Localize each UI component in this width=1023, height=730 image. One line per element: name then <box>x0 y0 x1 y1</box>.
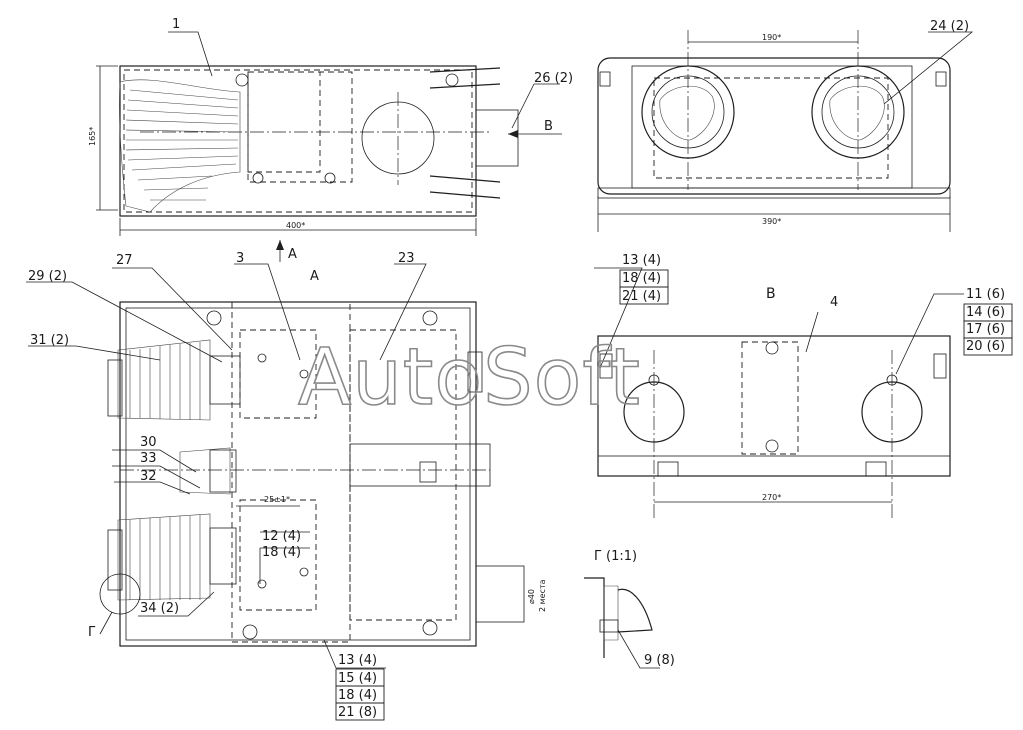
callout-3: 3 <box>236 251 244 266</box>
dim-2-places: 2 места <box>538 579 547 612</box>
callout-18: 18 (4) <box>262 545 301 560</box>
detail-g-title: Г (1:1) <box>594 549 637 564</box>
detail-g <box>584 577 660 669</box>
callout-32: 32 <box>140 469 157 484</box>
callout-9: 9 (8) <box>644 653 675 668</box>
watermark-text: AutoSoft <box>298 333 641 423</box>
callout-30: 30 <box>140 435 157 450</box>
callout-31: 31 (2) <box>30 333 69 348</box>
stack-b-item: 21 (8) <box>338 705 377 720</box>
stack-b-item: 13 (4) <box>338 653 377 668</box>
dim-390: 390* <box>762 217 781 226</box>
stack-tl-item: 18 (4) <box>622 271 661 286</box>
stack-b-item: 15 (4) <box>338 671 377 686</box>
view-b <box>594 267 1013 520</box>
callout-12: 12 (4) <box>262 529 301 544</box>
callout-34: 34 (2) <box>140 601 179 616</box>
callout-1: 1 <box>172 17 180 32</box>
detail-g-marker: Г <box>88 625 96 640</box>
dim-270: 270* <box>762 493 781 502</box>
arrow-a-label: A <box>288 247 297 262</box>
main-view-a <box>26 263 525 721</box>
dim-165: 165* <box>88 127 97 146</box>
callout-27: 27 <box>116 253 133 268</box>
dim-25: 25±1* <box>264 495 290 504</box>
stack-r-item: 17 (6) <box>966 322 1005 337</box>
stack-r-item: 14 (6) <box>966 305 1005 320</box>
dim-40: ⌀40 <box>527 589 536 604</box>
top-left-view <box>96 31 562 262</box>
callout-29: 29 (2) <box>28 269 67 284</box>
dim-190: 190* <box>762 33 781 42</box>
view-a-label: A <box>310 269 319 284</box>
stack-b-item: 18 (4) <box>338 688 377 703</box>
callout-24: 24 (2) <box>930 19 969 34</box>
dim-400: 400* <box>286 221 305 230</box>
callout-26: 26 (2) <box>534 71 573 86</box>
callout-33: 33 <box>140 451 157 466</box>
labels: 1 24 (2) 26 (2) B A A 27 3 23 29 (2) 31 … <box>28 17 1005 720</box>
top-right-view <box>597 30 974 232</box>
callout-4: 4 <box>830 295 838 310</box>
stack-r-item: 20 (6) <box>966 339 1005 354</box>
view-b-label: B <box>766 286 776 302</box>
arrow-b-label: B <box>544 119 553 134</box>
stack-r-item: 11 (6) <box>966 287 1005 302</box>
stack-tl-item: 21 (4) <box>622 289 661 304</box>
stack-tl-item: 13 (4) <box>622 253 661 268</box>
callout-23: 23 <box>398 251 415 266</box>
